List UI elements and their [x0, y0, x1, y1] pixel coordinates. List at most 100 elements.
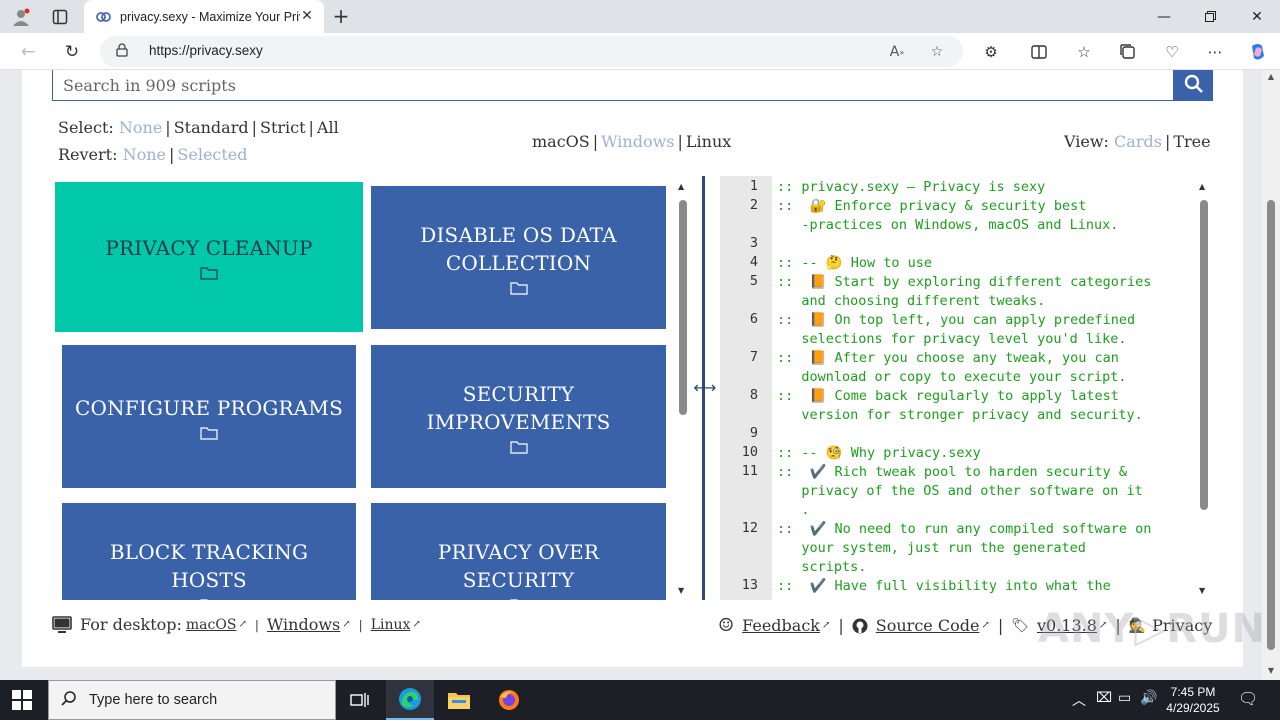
card-configure-programs[interactable]: CONFIGURE PROGRAMS — [62, 345, 356, 488]
tray-device-icon[interactable]: ⌧ — [1096, 690, 1113, 706]
source-code-link[interactable]: Source Code — [875, 616, 980, 635]
card-privacy-over-security[interactable]: PRIVACY OVER SECURITY — [371, 503, 666, 600]
more-options-icon[interactable]: ⋯ — [1207, 43, 1223, 61]
scroll-down-icon[interactable]: ▼ — [1267, 666, 1275, 675]
tray-chevron-icon[interactable]: ︿ — [1072, 693, 1086, 709]
clock-time: 7:45 PM — [1170, 685, 1216, 699]
cards-scrollbar[interactable]: ▲ ▼ — [677, 182, 689, 598]
scroll-down-icon[interactable]: ▼ — [678, 586, 685, 595]
card-security-improvements[interactable]: SECURITY IMPROVEMENTS — [371, 345, 666, 488]
scroll-up-icon[interactable]: ▲ — [1267, 72, 1275, 81]
privacy-sexy-app: Select: None|Standard|Strict|All Revert:… — [22, 70, 1243, 667]
search-bar — [52, 70, 1213, 101]
cards-scroll-thumb[interactable] — [679, 200, 687, 415]
revert-none[interactable]: None — [122, 145, 166, 164]
os-linux[interactable]: Linux — [685, 132, 732, 151]
view-cards[interactable]: Cards — [1114, 132, 1162, 151]
privacy-link[interactable]: Privacy — [1152, 616, 1213, 635]
browser-tab-bar: privacy.sexy - Maximize Your Privacy ✕ +… — [0, 0, 1280, 33]
search-button[interactable] — [1174, 70, 1213, 101]
address-bar[interactable]: https://privacy.sexy A» ☆ — [100, 36, 963, 67]
page-scrollbar[interactable]: ▲ ▼ — [1262, 70, 1280, 680]
desktop-label: For desktop: — [80, 615, 182, 634]
tab-close-icon[interactable]: ✕ — [301, 8, 313, 24]
file-explorer-icon[interactable] — [435, 680, 483, 720]
refresh-icon[interactable]: ↻ — [64, 42, 80, 62]
pane-divider[interactable] — [702, 176, 705, 600]
collections-icon[interactable] — [1117, 41, 1139, 63]
code-scroll-thumb[interactable] — [1200, 200, 1208, 510]
read-aloud-icon[interactable]: A» — [889, 44, 905, 60]
select-none[interactable]: None — [118, 118, 163, 137]
workspaces-icon[interactable] — [49, 6, 71, 28]
split-screen-icon[interactable] — [1028, 41, 1050, 63]
view-label: View: — [1064, 132, 1109, 151]
select-strict[interactable]: Strict — [259, 118, 306, 137]
resize-handle-icon[interactable]: ⟷ — [693, 377, 717, 397]
system-clock[interactable]: 7:45 PM 4/29/2025 — [1160, 684, 1226, 716]
external-link-icon: ↗ — [342, 619, 351, 630]
desktop-downloads: For desktop: macOS↗ | Windows↗ | Linux↗ — [52, 615, 421, 634]
page-scroll-thumb[interactable] — [1267, 200, 1275, 650]
card-privacy-cleanup[interactable]: PRIVACY CLEANUP — [55, 182, 363, 332]
download-linux-link[interactable]: Linux — [370, 616, 411, 633]
tag-icon: 🏷 — [1011, 617, 1029, 634]
url-text: https://privacy.sexy — [149, 43, 263, 58]
browser-essentials-icon[interactable]: ♡ — [1165, 43, 1179, 61]
scroll-up-icon[interactable]: ▲ — [678, 182, 685, 191]
windows-start-icon[interactable] — [12, 690, 32, 710]
folder-icon — [509, 281, 528, 295]
tab-title: privacy.sexy - Maximize Your Privacy — [120, 9, 300, 24]
favorite-star-icon[interactable]: ☆ — [930, 44, 944, 60]
view-tree[interactable]: Tree — [1173, 132, 1211, 151]
os-selector: macOS|Windows|Linux — [532, 132, 732, 151]
line-gutter — [720, 176, 772, 600]
watermark-logo: ANY▷RUN — [1038, 606, 1266, 652]
clock-date: 4/29/2025 — [1166, 701, 1220, 715]
extensions-icon[interactable]: ⚙ — [984, 43, 998, 61]
restore-icon[interactable] — [1187, 0, 1233, 33]
copilot-icon[interactable] — [1247, 41, 1269, 63]
edge-taskbar-icon[interactable] — [386, 680, 434, 720]
card-block-tracking-hosts[interactable]: BLOCK TRACKING HOSTS — [62, 503, 356, 600]
os-windows[interactable]: Windows — [601, 132, 675, 151]
taskbar-search-placeholder: Type here to search — [89, 692, 218, 708]
scroll-down-icon[interactable]: ▼ — [1199, 586, 1206, 595]
folder-icon — [200, 267, 218, 280]
script-search-input[interactable] — [52, 70, 1174, 101]
back-icon[interactable]: ← — [20, 42, 36, 62]
taskbar-search[interactable]: Type here to search — [48, 680, 336, 720]
external-link-icon: ↗ — [981, 620, 990, 631]
card-disable-os-data-collection[interactable]: DISABLE OS DATA COLLECTION — [371, 186, 666, 329]
external-link-icon: ↗ — [821, 620, 831, 631]
network-icon[interactable]: ▭ — [1118, 690, 1132, 706]
select-standard[interactable]: Standard — [173, 118, 249, 137]
card-title: DISABLE OS DATA COLLECTION — [420, 222, 617, 275]
code-scrollbar[interactable]: ▲ ▼ — [1198, 182, 1210, 598]
volume-icon[interactable]: 🔊 — [1140, 690, 1158, 706]
select-label: Select: — [58, 118, 114, 137]
lock-icon[interactable] — [116, 43, 128, 61]
search-icon — [1184, 74, 1204, 98]
os-macos[interactable]: macOS — [532, 132, 590, 151]
scroll-up-icon[interactable]: ▲ — [1199, 182, 1206, 191]
notifications-icon[interactable]: 🗨 — [1238, 689, 1259, 708]
firefox-icon[interactable] — [485, 680, 533, 720]
active-tab[interactable]: privacy.sexy - Maximize Your Privacy ✕ — [84, 0, 324, 33]
profile-icon[interactable] — [10, 6, 32, 28]
select-all[interactable]: All — [316, 118, 339, 137]
download-macos-link[interactable]: macOS — [185, 616, 237, 633]
window-close-icon[interactable]: ✕ — [1251, 8, 1263, 25]
minimize-icon[interactable]: — — [1157, 8, 1171, 25]
page-viewport: Select: None|Standard|Strict|All Revert:… — [0, 70, 1260, 680]
download-windows-link[interactable]: Windows — [266, 615, 341, 634]
revert-selected[interactable]: Selected — [177, 145, 248, 164]
favorites-icon[interactable]: ☆ — [1077, 43, 1091, 61]
github-icon — [852, 618, 868, 633]
version-link[interactable]: v0.13.8 — [1036, 616, 1097, 635]
card-title: BLOCK TRACKING HOSTS — [109, 539, 309, 592]
new-tab-icon[interactable]: + — [332, 4, 350, 28]
feedback-link[interactable]: Feedback — [742, 616, 820, 635]
task-view-icon[interactable] — [336, 680, 384, 720]
footer-links: ☺ Feedback↗ | Source Code↗ | 🏷 v0.13.8↗ … — [718, 615, 1213, 636]
